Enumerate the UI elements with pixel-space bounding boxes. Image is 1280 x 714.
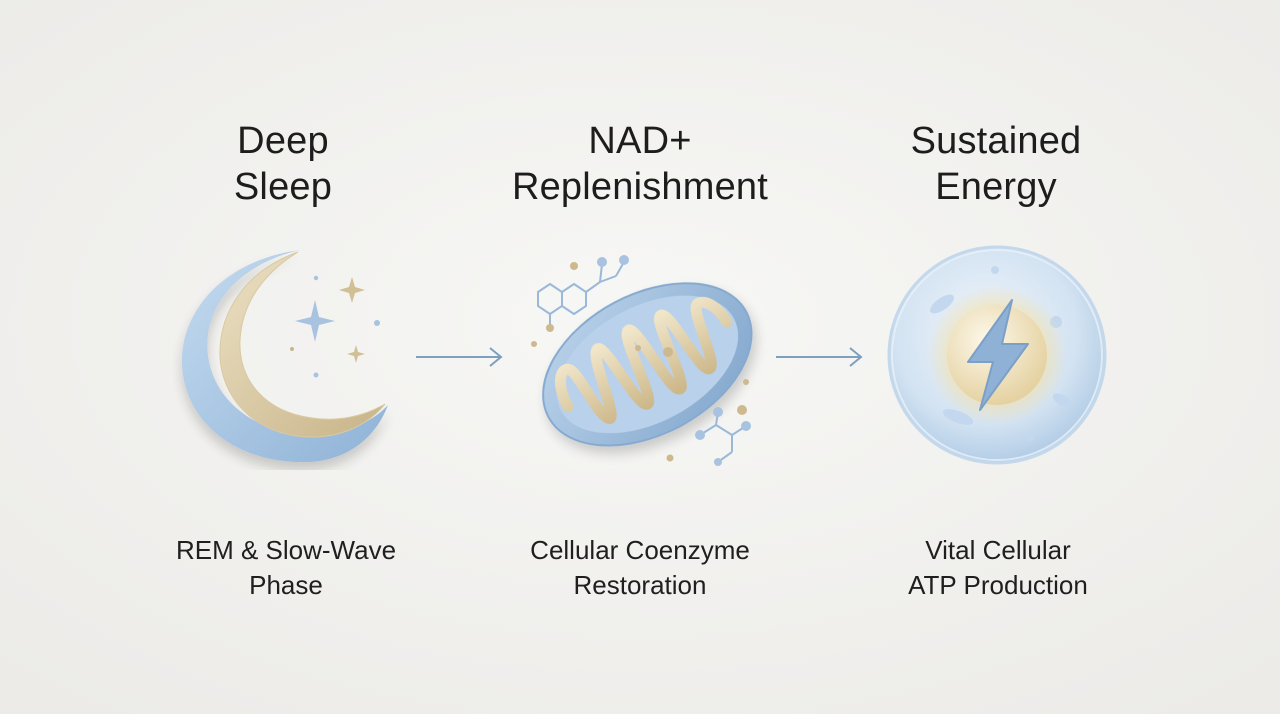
step-caption-line2: Phase	[249, 570, 323, 600]
step-caption-deep-sleep: REM & Slow-Wave Phase	[116, 533, 456, 603]
mitochondrion-icon	[531, 255, 753, 466]
lightning-cell-icon	[887, 245, 1107, 465]
step-caption-sustained-energy: Vital Cellular ATP Production	[828, 533, 1168, 603]
step-caption-line1: REM & Slow-Wave	[175, 535, 397, 565]
step-title-line2: Replenishment	[511, 166, 769, 208]
step-title-line2: Sleep	[233, 166, 333, 208]
step-caption-nad-replenishment: Cellular Coenzyme Restoration	[470, 533, 810, 603]
step-title-line1: Sustained	[910, 120, 1082, 162]
step-title-line2: Energy	[935, 166, 1057, 208]
step-title-nad-replenishment: NAD+ Replenishment	[480, 118, 800, 210]
step-caption-line1: Cellular Coenzyme	[530, 535, 750, 565]
step-title-sustained-energy: Sustained Energy	[836, 118, 1156, 210]
step-title-deep-sleep: Deep Sleep	[123, 118, 443, 210]
step-title-line1: NAD+	[588, 120, 692, 162]
sparkle-stars-icon	[290, 275, 380, 378]
arrow-right-icon	[416, 347, 503, 367]
step-caption-line2: ATP Production	[908, 570, 1088, 600]
step-caption-line1: Vital Cellular	[925, 535, 1071, 565]
arrow-right-icon	[776, 347, 863, 367]
crescent-moon-icon	[181, 250, 388, 463]
step-caption-line2: Restoration	[573, 570, 707, 600]
step-title-line1: Deep	[237, 120, 329, 162]
